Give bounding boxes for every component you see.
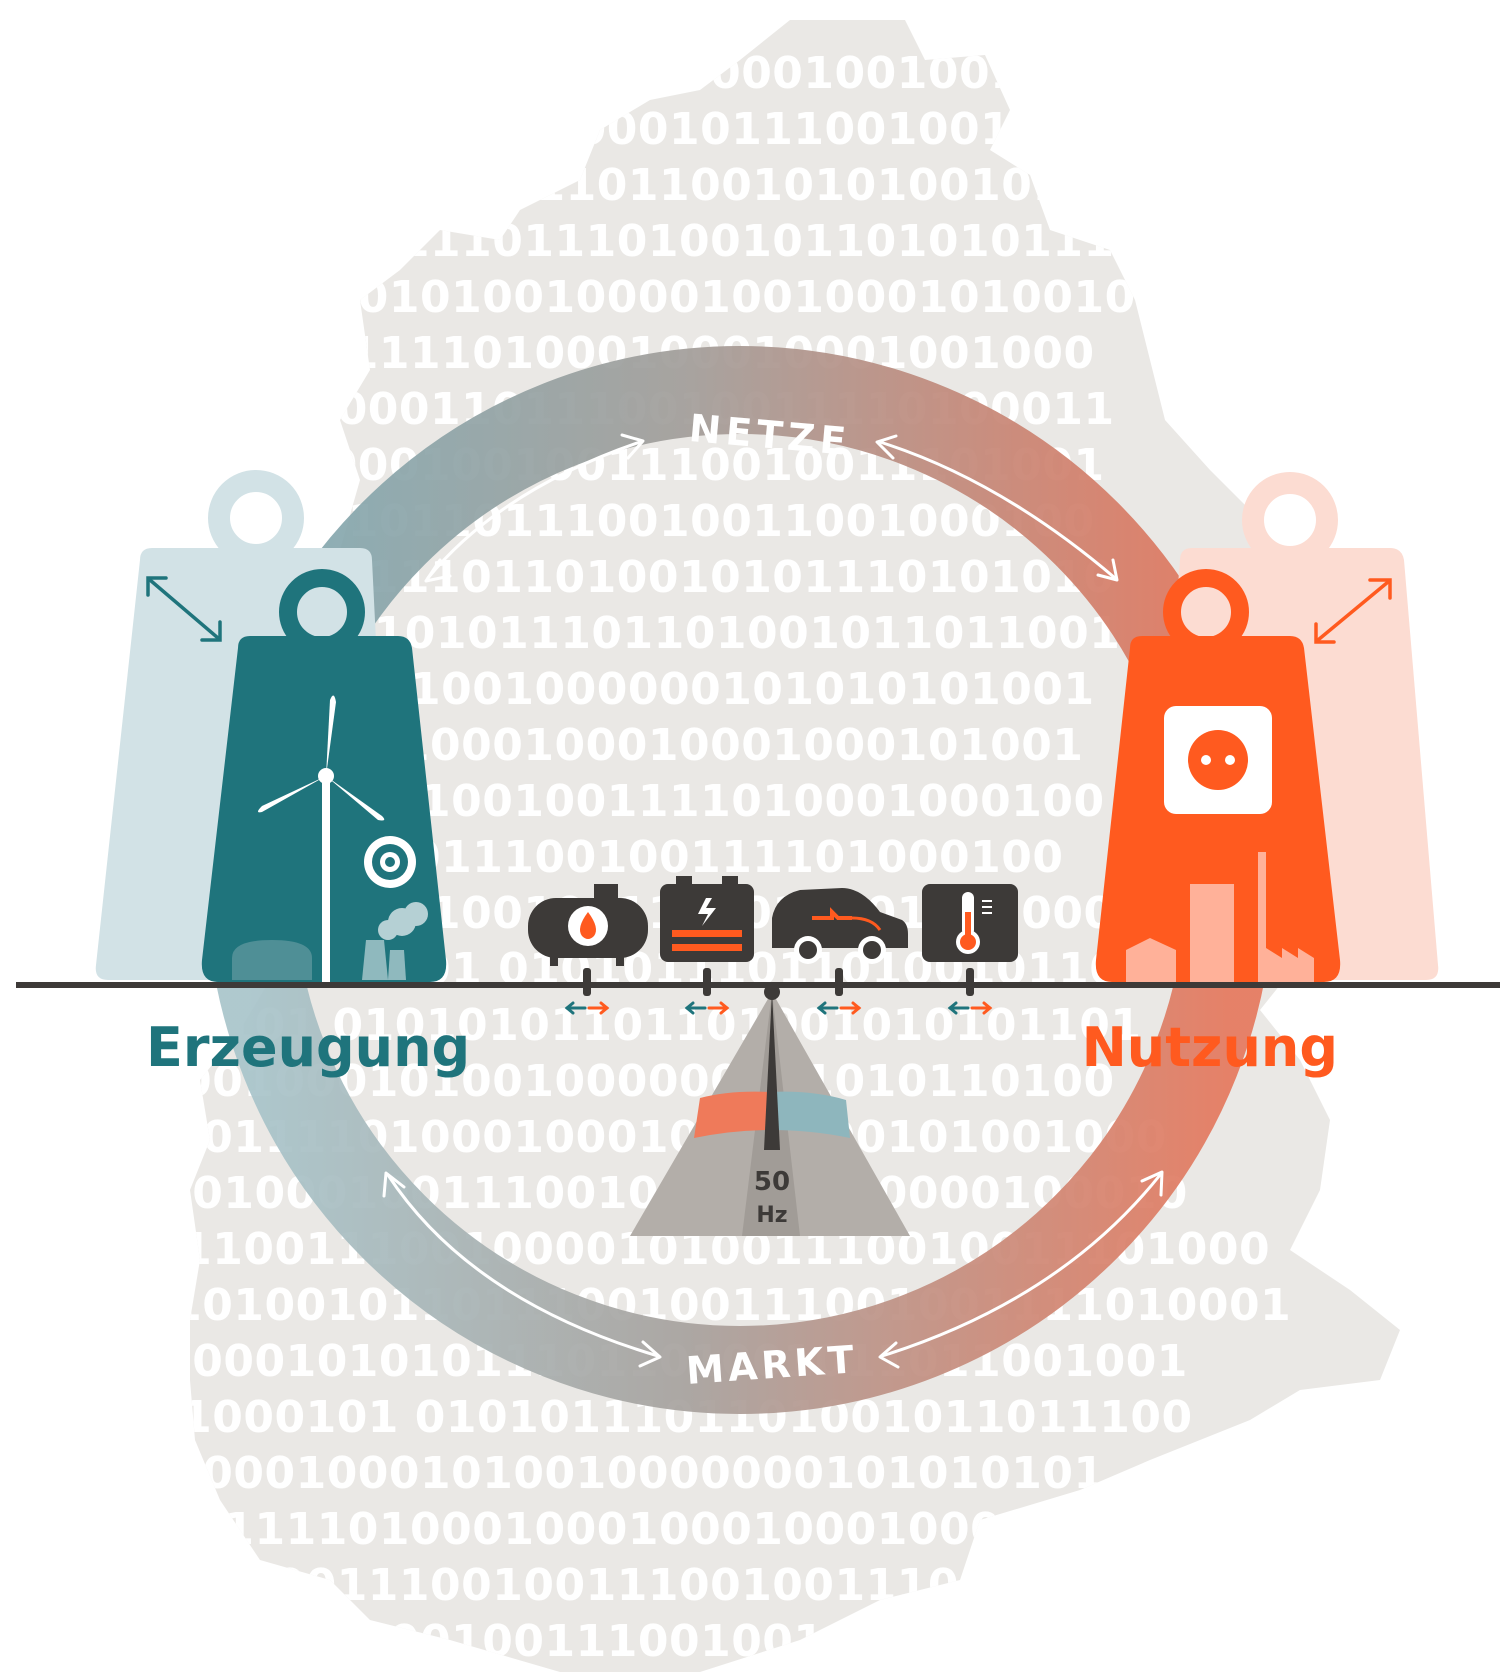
socket-icon [1164, 706, 1272, 814]
binary-line: 00010001001001110010011 [140, 1616, 856, 1667]
ring-arrows [382, 433, 1164, 1369]
resize-arrow-icon [1314, 578, 1392, 644]
battery-icon [660, 876, 754, 962]
binary-line: 1110111001011000010111001001 [140, 104, 1011, 155]
binary-line: 0100010001010010000000101010101 [140, 1448, 1105, 1499]
binary-line: 0001000111010010100001001001 [150, 48, 1021, 99]
factory-icon [1266, 948, 1314, 982]
frequency-gauge: 50 Hz [630, 984, 910, 1236]
binary-line: 10011110100010001000100010001 [130, 1504, 1032, 1555]
balance-line [16, 982, 1500, 988]
binary-line: 0101010111101110100101101010111 [150, 216, 1115, 267]
exchange-arrows [564, 1001, 993, 1015]
frequency-unit: Hz [756, 1203, 787, 1228]
electric-car-icon [772, 888, 908, 964]
office-tower-icon [1190, 852, 1266, 982]
binary-line: 01001000101001000010010001010010 [140, 272, 1136, 323]
thermometer-icon [922, 884, 1018, 962]
nutzung-label: Nutzung [1082, 1016, 1338, 1079]
generation-weight [201, 569, 447, 982]
binary-line: 1001010000101110110010101001010 [130, 160, 1095, 211]
wind-turbine-icon [258, 695, 385, 982]
erzeugung-label: Erzeugung [146, 1016, 470, 1079]
binary-line: 000100111001001110010011101 [150, 1560, 990, 1611]
gas-tank-icon [528, 884, 648, 966]
frequency-value: 50 [754, 1167, 790, 1197]
power-plant-icon [362, 902, 428, 980]
house-icon [1126, 938, 1176, 982]
usage-weight [1095, 569, 1341, 982]
binary-line: 1101001011011100100111001001111010001 [140, 1280, 1291, 1331]
fan-icon [364, 836, 416, 888]
resize-arrow-icon [146, 576, 222, 642]
building-icon [232, 940, 312, 980]
